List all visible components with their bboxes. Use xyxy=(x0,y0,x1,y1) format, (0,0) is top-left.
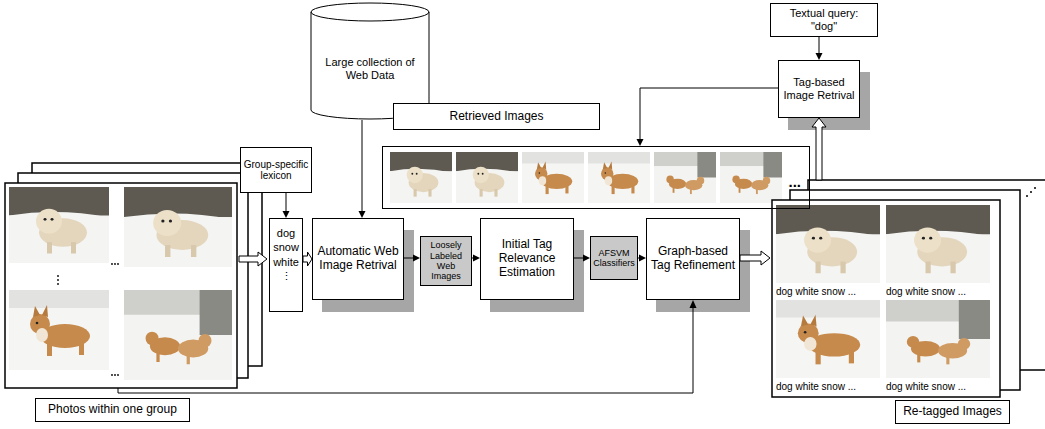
data-box: AFSVM Classifiers xyxy=(590,236,638,280)
node-text: Automatic Web Image Retrival xyxy=(315,245,401,273)
process-box: Graph-based Tag Refinement xyxy=(646,218,740,300)
process-box: Automatic Web Image Retrival xyxy=(312,218,404,300)
node-text: Textual query: "dog" xyxy=(780,7,868,32)
connector-line xyxy=(286,193,287,212)
arrow-head xyxy=(473,255,480,262)
node-text: Graph-based Tag Refinement xyxy=(649,245,737,273)
process-box: Initial Tag Relevance Estimation xyxy=(480,218,574,300)
photo-frame xyxy=(5,183,237,388)
arrow-head xyxy=(637,139,644,146)
flow-arrow xyxy=(472,255,480,262)
flow-arrow xyxy=(283,193,290,218)
dog-photo xyxy=(390,152,452,203)
node-text: ⋮ xyxy=(281,269,292,283)
hollow-arrow xyxy=(303,252,312,266)
node-text: Re-tagged Images xyxy=(903,405,1002,419)
flow-arrow xyxy=(303,252,312,266)
input-box: Group-specific lexicon xyxy=(240,147,312,193)
node-text: Photos within one group xyxy=(48,403,177,417)
flow-arrow xyxy=(637,88,779,146)
arrow-head xyxy=(413,255,420,262)
node-text: Group-specific lexicon xyxy=(243,159,309,182)
node-text: dog white snow ... xyxy=(776,286,856,298)
node-text: ... xyxy=(788,173,801,190)
node-text: Tag-based Image Retrival xyxy=(781,76,857,101)
node-text: dog white snow ... xyxy=(776,381,856,393)
connector-line xyxy=(640,88,778,140)
ellipsis-dots xyxy=(1026,187,1036,197)
hollow-arrow xyxy=(740,251,770,265)
flow-arrow xyxy=(404,255,420,262)
photo-stack: dog white snow ... dog white snow ... dog … xyxy=(770,180,1045,397)
arrow-head xyxy=(583,255,590,262)
arrow-head xyxy=(816,53,823,60)
node-text: dog white snow ... xyxy=(886,286,966,298)
dog-photo xyxy=(776,300,880,378)
flow-arrow xyxy=(740,251,770,265)
flow-arrow xyxy=(359,120,366,218)
dog-photo xyxy=(124,187,232,267)
dog-photo xyxy=(720,152,782,203)
flow-arrow xyxy=(638,255,646,262)
query-box: Textual query: "dog" xyxy=(770,3,878,37)
data-box: Loosely Labeled Web Images xyxy=(420,236,472,286)
node-text: Large collection of Web Data xyxy=(324,56,416,81)
process-box: Tag-based Image Retrival xyxy=(778,60,860,118)
node-text: snow xyxy=(273,240,299,254)
arrow-head xyxy=(639,255,646,262)
node-text: dog white snow ... xyxy=(886,381,966,393)
flow-arrow xyxy=(816,37,823,60)
dog-photo xyxy=(9,187,109,263)
node-text: Retrieved Images xyxy=(449,110,543,124)
flow-arrow xyxy=(812,118,826,180)
node-text: Loosely Labeled Web Images xyxy=(423,240,469,281)
label-box: Photos within one group xyxy=(35,398,190,422)
dog-photo xyxy=(654,152,716,203)
arrow-head xyxy=(359,211,366,218)
node-text: dog xyxy=(277,226,295,240)
tag-list: dogsnowwhite⋮ xyxy=(269,218,303,312)
label-box: Retrieved Images xyxy=(393,103,600,130)
arrow-head xyxy=(690,300,697,308)
connector-line xyxy=(574,258,584,259)
photo-frame xyxy=(772,200,1000,397)
dog-photo xyxy=(522,152,584,203)
dog-photo xyxy=(588,152,650,203)
connector-line xyxy=(819,37,820,54)
dog-photo xyxy=(886,205,990,283)
arrow-head xyxy=(283,211,290,218)
label-box: Re-tagged Images xyxy=(895,400,1010,424)
hollow-arrow xyxy=(239,252,267,266)
dog-photo xyxy=(456,152,518,203)
dog-photo xyxy=(9,290,109,370)
ellipsis-dots xyxy=(57,171,252,376)
hollow-arrow xyxy=(812,118,826,180)
image-strip: ... xyxy=(382,146,810,209)
feedback-line xyxy=(118,307,693,393)
flow-arrow xyxy=(574,255,590,262)
node-text: white xyxy=(273,255,299,269)
connector-line xyxy=(404,258,414,259)
dog-photo xyxy=(776,205,880,283)
node-text: AFSVM Classifiers xyxy=(593,248,635,269)
dog-photo xyxy=(124,290,232,380)
connector-line xyxy=(362,120,363,212)
node-text: Initial Tag Relevance Estimation xyxy=(483,238,571,279)
dog-photo xyxy=(886,300,990,378)
